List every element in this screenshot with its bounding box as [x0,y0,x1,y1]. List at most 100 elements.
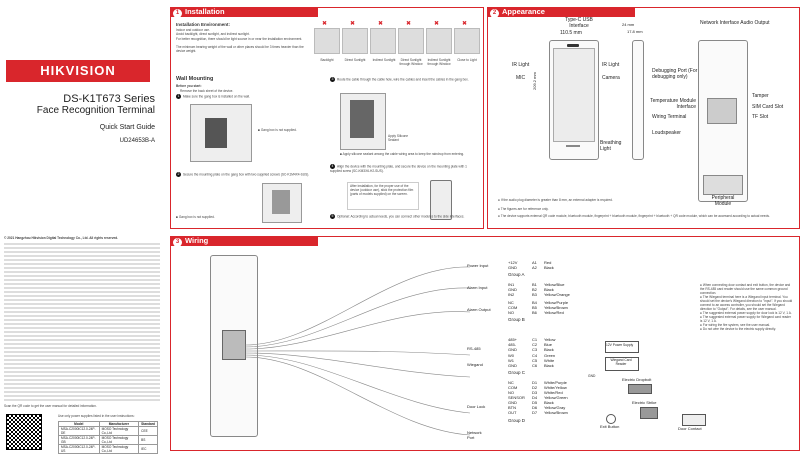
pin-signal: 485+ [508,337,518,342]
psu-box [605,341,639,353]
pin-row-d2-code: D2 [532,385,537,390]
pin-code: B3 [532,292,537,297]
wiring-note-text: Do not wire the device to the electric s… [702,327,776,331]
pin-color: Yellow [544,337,556,342]
pin-table: +12V A1 Red GND A2 Black Group A IN1 B1 … [508,260,570,450]
pin-code: B1 [532,282,537,287]
pin-row-c3-color: Black [544,347,554,352]
pin-code: D3 [532,390,538,395]
gangbox-1 [205,118,227,148]
pin-color: White/Purple [544,380,567,385]
pin-row-b3-color: Yellow/Orange [544,292,570,297]
pin-code: C6 [532,363,538,368]
pin-color: Yellow/Green [544,395,568,400]
psu-cell: MOSO Technology Co.,Ltd [98,444,140,454]
wiring-note: ● When connecting door contact and exit … [700,283,794,295]
step-3-number: 3 [330,77,335,82]
pin-color: Black [544,265,554,270]
pin-row-a2-color: Black [544,265,554,270]
psu-cell: MSA-C2000IC12.0-24P-GB [58,435,100,445]
psu-cell: MSA-C2000IC12.0-24P-DE [58,426,100,436]
gnd-label: GND [588,374,596,378]
label-wiring: Wiring Terminal [652,114,687,120]
after-install-note-box [347,182,419,210]
port-alarm-in: Alarm Input [467,285,488,290]
label-height-dim: 209.2 mm [532,72,537,90]
env-title: Installation Environment: [176,22,231,27]
pin-color: White/Red [544,390,563,395]
pin-row-b2-color: Black [544,287,554,292]
cross-icon: ✖ [378,21,384,27]
pin-row-c4-color: Green [544,353,555,358]
port-alarm-out: Alarm Output [467,307,491,312]
pin-row-d7-code: D7 [532,410,537,415]
mounting-plate [272,190,290,214]
pin-color: Yellow/Blue [544,282,565,287]
env-line-4: The minimum bearing weight of the wall o… [176,45,304,53]
brand-logo: HIKVISION [6,60,150,82]
pin-code: D4 [532,395,538,400]
psu-label: 12V Power Supply [606,343,634,347]
pin-code: C5 [532,358,538,363]
pin-signal: NC [508,300,514,305]
label-tamper: Tamper [752,93,769,99]
step-2-number: 2 [176,172,181,177]
psu-header-standard: Standard [138,421,158,427]
pin-color: Blue [544,342,553,347]
cover-panel: HIKVISION DS-K1T673 Series Face Recognit… [0,0,160,454]
appearance-note-3-text: The device supports external QR code mod… [500,214,770,218]
product-title: Face Recognition Terminal [36,105,155,116]
pin-row-c6: GND [508,363,517,368]
pin-signal: GND [508,287,517,292]
wiring-note: ● The suggested external power supply fo… [700,311,794,315]
appearance-number: 2 [490,9,499,18]
pin-row-b4-color: Yellow/Purple [544,300,568,305]
pin-row-b6-color: Yellow/Red [544,310,564,315]
pin-signal: GND [508,363,517,368]
lighting-illustrations: ✖ ✖ ✖ ✖ ✖ ✖ [314,20,480,62]
pin-row-d7-color: Yellow/Brown [544,410,568,415]
qr-code [6,414,42,450]
wiring-note: ● For wiring the fire system, see the us… [700,323,794,327]
pin-signal: SENSOR [508,395,525,400]
pin-row-d4-color: Yellow/Green [544,395,568,400]
pin-code: B6 [532,310,537,315]
cross-icon: ✖ [462,21,468,27]
appearance-note-3: ● The device supports external QR code m… [498,214,794,218]
pin-row-a2: GND [508,265,517,270]
reader-label: Wiegand Card Reader [610,358,632,366]
pin-color: Green [544,353,556,358]
label-usb: Type-C USB Interface [565,17,593,29]
label-breathing: Breathing Light [600,140,622,152]
port-network: Network Port [467,430,482,440]
psu-table: Model Manufacturer Standard MSA-C2000IC1… [58,421,158,454]
pin-row-b3-code: B3 [532,292,537,297]
installation-number: 1 [173,9,182,18]
lighting-img-6 [454,28,480,54]
wiring-title: Wiring [185,236,209,245]
psu-cell: MOSO Technology Co.,Ltd [98,426,140,436]
cross-icon: ✖ [350,21,356,27]
env-line-3: For better recognition, there should be … [176,37,303,41]
wiring-note-text: The suggested external power supply for … [702,311,792,315]
pin-code: B2 [532,287,537,292]
wall-mount-title: Wall Mounting [176,76,214,82]
light-label-4: Direct Sunlight through Window [399,58,423,66]
label-tf: TF Slot [752,114,769,120]
label-depth2: 17.8 mm [627,29,643,34]
psu-cell: CEE [138,426,158,436]
lighting-img-2 [342,28,368,54]
pin-row-b1: IN1 [508,282,514,287]
cable-bundle [244,266,470,436]
pin-row-d7: OUT [508,410,516,415]
exit-button-icon [606,414,616,424]
wiring-note: ● The suggested external power supply fo… [700,315,794,323]
env-line-2: Avoid backlight, direct sunlight, and in… [176,32,250,36]
pin-code: C2 [532,342,538,347]
pin-row-d6: BTN [508,405,516,410]
guide-title: Quick Start Guide [99,124,155,131]
port-wiegand: Wiegand [467,362,483,367]
label-temp: Temperature Module Interface [650,98,696,110]
